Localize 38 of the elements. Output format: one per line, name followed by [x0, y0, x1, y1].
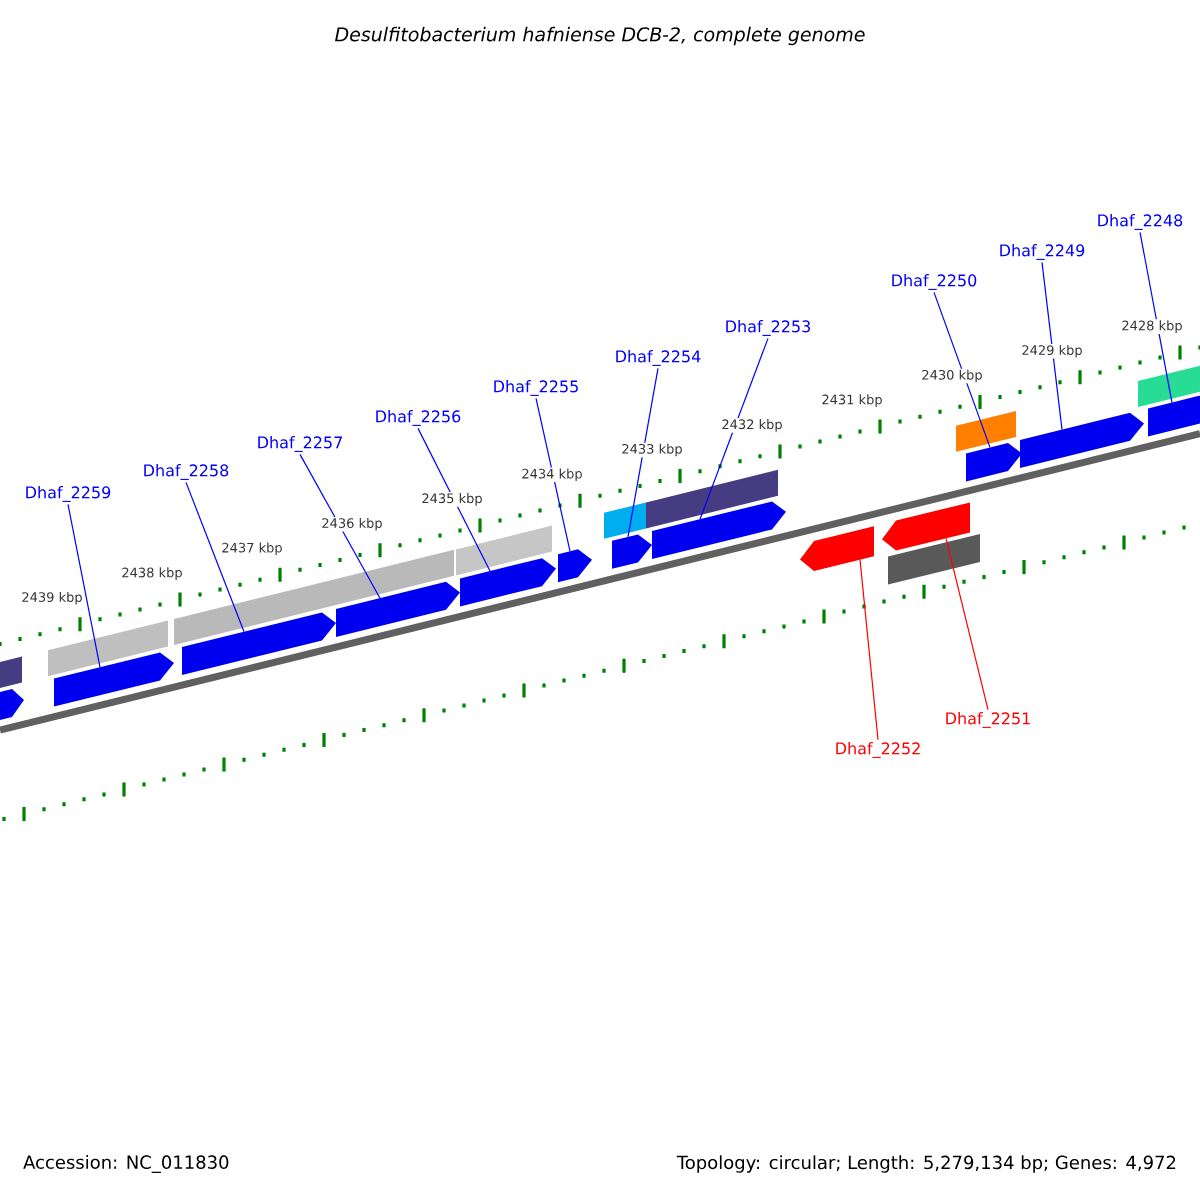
- accession-text: Accession: NC_011830: [23, 1155, 229, 1173]
- gene-feature: [652, 501, 786, 559]
- leader-line: [1139, 231, 1173, 404]
- gene-label: Dhaf_2253: [726, 320, 811, 336]
- leader-line: [859, 559, 879, 741]
- leader-line: [299, 453, 381, 599]
- gene-label: Dhaf_2257: [258, 436, 342, 452]
- gene-label: Dhaf_2258: [144, 464, 229, 480]
- gene-feature: [336, 581, 460, 637]
- genome-info-text: Topology: circular; Length: 5,279,134 bp; Genes: 4,972: [676, 1155, 1176, 1173]
- gene-feature: [1020, 412, 1144, 468]
- gene-feature: [966, 443, 1022, 482]
- gene-label: Dhaf_2250: [892, 274, 977, 290]
- gene-label: Dhaf_2248: [1098, 214, 1183, 230]
- leader-line: [417, 427, 491, 572]
- gene-feature: [1148, 395, 1200, 437]
- gene-feature: [612, 534, 652, 569]
- leader-line: [933, 291, 991, 448]
- gene-label: Dhaf_2254: [616, 350, 701, 366]
- gene-feature: [182, 612, 336, 675]
- leader-line: [945, 537, 989, 711]
- gene-feature: [882, 502, 970, 551]
- gene-label: Dhaf_2256: [376, 410, 461, 426]
- gene-label: Dhaf_2249: [1000, 244, 1085, 260]
- gene-label: Dhaf_2251: [946, 712, 1030, 728]
- leader-line: [185, 481, 245, 633]
- leader-line: [1041, 261, 1063, 431]
- gene-feature: [800, 526, 874, 571]
- title: Desulfitobacterium hafniense DCB-2, complete genome: [335, 26, 865, 46]
- gene-label: Dhaf_2255: [494, 380, 578, 396]
- gene-feature: [558, 549, 592, 583]
- leader-line: [67, 503, 101, 668]
- leader-line: [699, 337, 769, 520]
- gene-label: Dhaf_2259: [26, 486, 111, 502]
- gene-label: Dhaf_2252: [836, 742, 920, 758]
- leader-line: [627, 367, 659, 538]
- leader-line: [535, 397, 571, 552]
- gene-feature: [54, 652, 174, 707]
